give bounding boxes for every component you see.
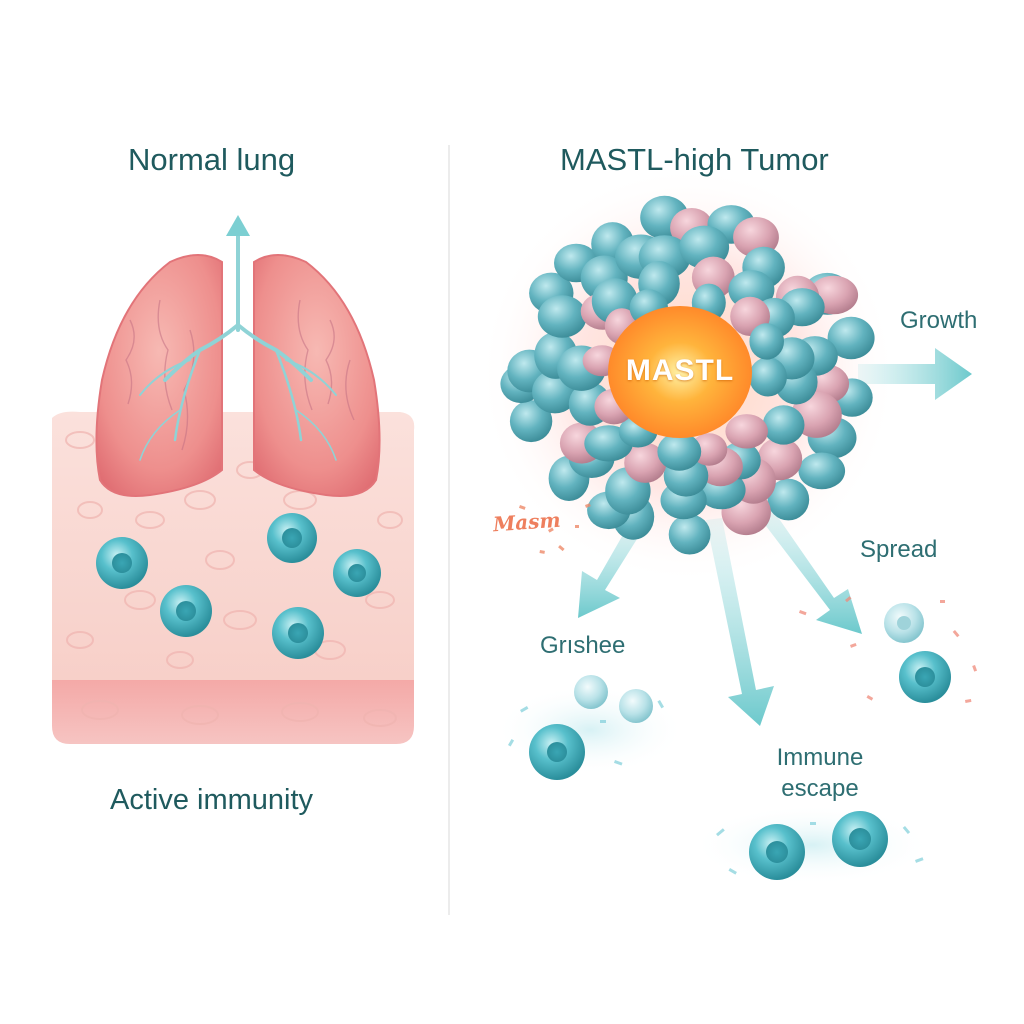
tumor-cell — [537, 295, 587, 338]
tumor-cell — [624, 442, 667, 483]
tumor-cell — [657, 432, 702, 471]
mastl-core-label: MASTL — [625, 354, 735, 387]
tumor-cell — [668, 514, 711, 555]
tumor-cell — [509, 400, 553, 443]
down-right-arrow-icon — [750, 497, 862, 634]
immune-cell — [832, 811, 888, 867]
tumor-cell — [725, 414, 768, 449]
immune-escape-line2: escape — [781, 775, 859, 802]
tumor-cell — [798, 452, 846, 490]
left-panel-caption: Active immunity — [110, 784, 314, 816]
faded-cell — [884, 603, 924, 643]
airway-arrow-icon — [226, 215, 250, 236]
tumor-cluster — [500, 195, 875, 555]
growth-label: Growth — [900, 307, 978, 334]
tumor-cell — [749, 357, 787, 397]
immune-cell — [333, 549, 381, 597]
immune-cell — [749, 824, 805, 880]
bronchial-tree — [139, 230, 337, 461]
tumor-cell — [767, 478, 810, 521]
tumor-cell — [827, 316, 875, 360]
debris-particles — [518, 503, 591, 554]
faded-cell — [619, 689, 653, 723]
immune-cell — [272, 607, 324, 659]
immune-escape-label: Immune escape — [760, 742, 880, 804]
immune-cell — [267, 513, 317, 563]
immune-cell — [529, 724, 585, 780]
spread-label: Spread — [860, 536, 938, 563]
growth-arrow-icon — [858, 348, 972, 400]
immune-cells-left — [96, 513, 381, 659]
debris-label: Masт — [492, 507, 562, 537]
down-arrow-icon — [706, 518, 774, 726]
immune-escape-line1: Immune — [776, 744, 864, 771]
escaped-cells-left — [495, 675, 685, 780]
immune-escape-cells — [692, 805, 932, 885]
immune-cell — [160, 585, 212, 637]
grishee-label: Grıshee — [540, 632, 626, 659]
immune-cell — [899, 651, 951, 703]
spread-cells — [798, 596, 978, 703]
tumor-cell — [749, 323, 784, 360]
mastl-core — [608, 306, 752, 438]
right-panel-title: MASTL-high Tumor — [560, 142, 829, 177]
faded-cell — [574, 675, 608, 709]
lungs-illustration — [95, 215, 381, 497]
immune-cell — [96, 537, 148, 589]
tumor-cell — [762, 405, 805, 445]
left-panel-title: Normal lung — [128, 142, 296, 177]
